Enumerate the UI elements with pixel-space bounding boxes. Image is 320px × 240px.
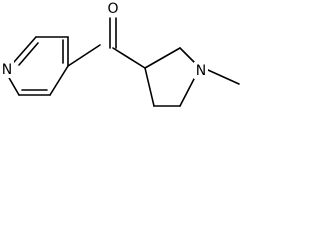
molecule-diagram: O N N <box>0 0 240 107</box>
bond-c2-n1 <box>179 47 195 63</box>
pyridine-nitrogen-atom-label: N <box>2 62 12 78</box>
pyrrolidine-nitrogen-label-bg <box>194 62 208 79</box>
bond-c5-c6 <box>7 75 20 96</box>
bond-ring-carbonyl <box>67 44 101 67</box>
pyrrolidine-ring <box>144 47 240 107</box>
bond-c4-c3 <box>144 67 155 107</box>
atom-labels: O N N <box>0 0 208 79</box>
bond-carbonyl-pyrrolidine <box>112 47 146 69</box>
bond-c3-c4 <box>49 65 69 96</box>
oxygen-label-bg <box>105 0 121 17</box>
carbonyl-group <box>67 17 146 69</box>
bond-n1-c2-inner <box>18 42 39 66</box>
bond-c3-c2 <box>144 47 181 69</box>
pyridine-nitrogen-label-bg <box>0 61 14 78</box>
pyrrolidine-nitrogen-atom-label: N <box>196 63 206 79</box>
oxygen-atom-label: O <box>107 1 118 17</box>
bond-n1-c2 <box>13 36 37 63</box>
structure-canvas: O N N <box>0 0 252 134</box>
bond-n1-c5 <box>179 78 195 107</box>
bond-n-methyl <box>207 69 240 85</box>
pyridine-ring <box>7 36 69 96</box>
